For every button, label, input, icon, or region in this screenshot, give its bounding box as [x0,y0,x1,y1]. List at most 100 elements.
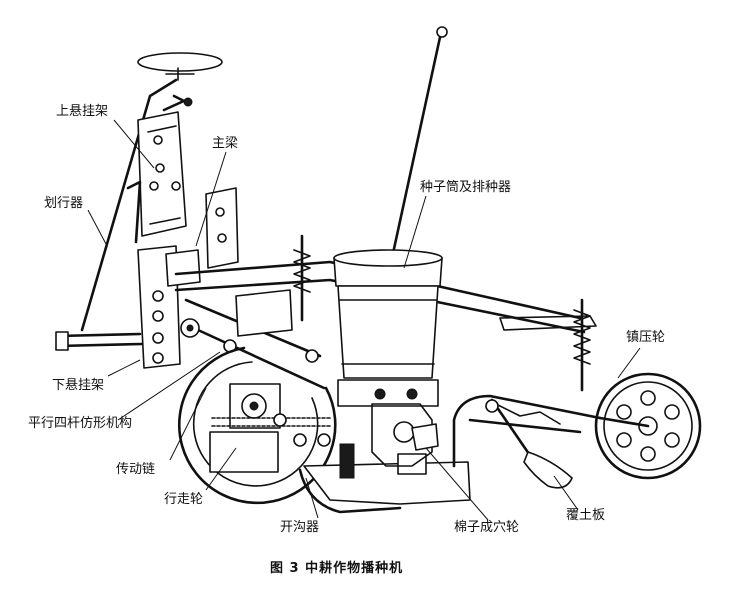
press-wheel-arm [598,416,650,428]
label-covering-board: 覆土板 [566,508,606,523]
leader-seed-box [403,195,427,269]
drawbar-pin [55,331,69,351]
press-wheel-assembly [594,372,702,480]
covering-pivot [485,399,499,413]
main-beam-hole [215,207,225,217]
marker-disc-hub [165,67,195,81]
press-wheel-hole [640,446,656,462]
main-beam-clamp [165,249,201,287]
dibbler-assembly [371,403,439,467]
marker-bolt [183,97,193,107]
dibbler-wheel [371,403,433,467]
seed-metering-unit [337,379,439,407]
label-seed-box: 种子筒及排种器 [420,180,512,195]
linkage-pivot [305,349,319,363]
leader-drive-chain [169,387,207,461]
upper-hitch-brace [126,180,142,244]
furrow-opener-body [303,461,471,505]
leader-furrow-opener [305,477,319,519]
leader-ground-wheel [205,447,237,491]
parallel-linkage-assembly [180,289,326,390]
rear-linkage-spring [495,403,561,425]
leader-press-wheel [617,347,641,379]
lower-hitch-hole [152,290,164,302]
linkage-pivot-pin [186,324,194,332]
label-ground-wheel: 行走轮 [164,492,204,507]
press-wheel-hole [616,432,632,448]
upper-hitch-hole [153,135,163,145]
chain-guard [209,431,279,473]
lower-hitch-hole [152,352,164,364]
seed-box-handle [390,26,444,260]
press-wheel-hole [664,404,680,420]
seed-box-assembly [333,26,448,407]
opener-shank [339,443,355,479]
upper-hitch-plate [137,111,187,237]
main-beam-assembly [165,187,597,334]
leader-covering-board [553,475,579,511]
rear-frame-arch [452,394,602,468]
leader-marker [87,209,107,245]
upper-hitch-assembly [126,111,187,244]
seed-box-handle-knob [436,26,448,38]
chain-sprocket [317,433,331,447]
main-beam-hole [217,233,227,243]
front-spring [293,249,311,293]
ground-wheel-inner-rim [192,361,319,487]
leader-dibbler [425,447,489,521]
leader-main-beam [195,151,227,247]
lower-hitch-hole [152,332,164,344]
furrow-opener-shoe [298,468,402,514]
label-drive-chain: 传动链 [116,462,156,477]
leader-lines [87,119,641,521]
label-press-wheel: 镇压轮 [626,330,666,345]
seed-box-bands [339,299,437,365]
main-beam-upright [205,187,239,269]
wheel-axle [249,401,259,411]
label-lower-hitch: 下悬挂架 [52,378,105,393]
main-beam [174,260,586,334]
drive-chain [211,417,333,427]
drive-chain-assembly [209,413,333,473]
marker-disc [137,52,223,72]
rear-beam-plate [499,315,597,331]
ground-wheel-rim [177,346,337,505]
metering-bolt [374,388,386,400]
spring-columns [293,234,591,392]
lower-hitch-assembly [55,245,181,369]
upper-hitch-hole [155,163,165,173]
ground-wheel-assembly [177,346,337,505]
press-wheel-hole [640,390,656,406]
press-wheel-inner-rim [603,381,693,471]
upper-hitch-hole [171,181,181,191]
rear-spring [573,309,591,365]
upper-hitch-hole [149,181,159,191]
lower-hitch-hole [152,310,164,322]
marker-arm [80,78,178,332]
label-marker: 划行器 [44,196,84,211]
press-wheel-hole [616,404,632,420]
seed-box-rim [333,249,443,267]
upper-hitch-ribs [147,125,181,225]
covering-assembly [452,394,602,489]
furrow-opener-assembly [298,443,471,514]
metering-bolt [406,388,418,400]
dibbler-hub [393,421,415,443]
marker-assembly [80,52,223,332]
dibbler-cell [411,423,439,451]
press-wheel-hole [664,432,680,448]
rear-frame-bar [468,418,582,434]
linkage-bracket [235,289,293,337]
opener-boot [397,453,427,475]
label-furrow-opener: 开沟器 [280,520,320,535]
press-wheel-rim [594,372,702,480]
chain-sprocket [273,413,287,427]
leader-upper-hitch [113,119,155,169]
leader-parallel-linkage [117,351,221,421]
drawbar [56,332,144,348]
figure-caption: 图 3 中耕作物播种机 [270,561,404,576]
chain-sprocket [293,433,307,447]
label-dibbler: 棉子成穴轮 [454,520,520,535]
